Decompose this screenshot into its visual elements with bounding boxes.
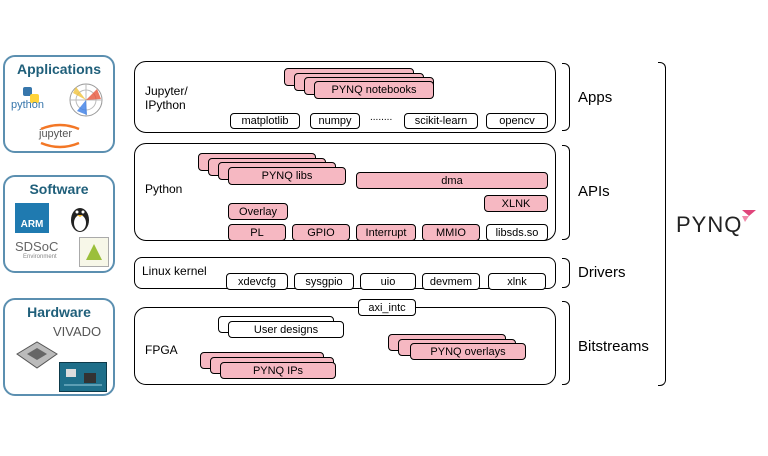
hardware-box: Hardware VIVADO xyxy=(3,298,115,396)
module-libsds: libsds.so xyxy=(486,224,548,241)
pynq-libs-box: PYNQ libs xyxy=(228,167,346,185)
category-apps: Apps xyxy=(578,89,613,106)
drivers-panel-title: Linux kernel xyxy=(142,264,207,278)
software-title: Software xyxy=(29,181,89,197)
hardware-title: Hardware xyxy=(27,304,91,320)
driver-xlnk: xlnk xyxy=(488,273,546,290)
arm-label: ARM xyxy=(20,219,44,230)
pynq-accent-icon xyxy=(742,210,756,222)
category-drivers: Drivers xyxy=(578,264,626,281)
driver-uio: uio xyxy=(360,273,416,290)
chip-icon xyxy=(11,338,63,372)
module-mmio: MMIO xyxy=(422,224,480,241)
python-label: python xyxy=(11,99,45,111)
driver-xdevcfg: xdevcfg xyxy=(226,273,288,290)
applications-title: Applications xyxy=(16,61,101,77)
axi-intc-box: axi_intc xyxy=(358,299,416,316)
pynq-brand: PYNQ xyxy=(676,210,762,242)
board-icon xyxy=(59,362,107,392)
vivado-hls-icon xyxy=(79,237,109,267)
sdsoc-label: SDSoC xyxy=(15,239,59,254)
xlnk-box: XLNK xyxy=(484,195,548,212)
lib-numpy: numpy xyxy=(310,113,360,129)
bitstreams-brace xyxy=(562,301,570,385)
module-gpio: GPIO xyxy=(292,224,350,241)
python-logo-icon: python xyxy=(11,85,55,111)
category-apis: APIs xyxy=(578,183,610,200)
arm-logo-icon: ARM xyxy=(15,203,49,233)
plot-icon xyxy=(67,81,105,119)
bitstreams-panel-title: FPGA xyxy=(145,343,178,357)
user-designs-box: User designs xyxy=(228,321,344,338)
jupyter-label: jupyter xyxy=(39,128,73,140)
sdsoc-logo-icon: SDSoC Environment xyxy=(15,239,69,267)
vivado-label: VIVADO xyxy=(53,324,102,339)
lib-scikit-learn: scikit-learn xyxy=(404,113,478,129)
pynq-ips-box: PYNQ IPs xyxy=(220,362,336,379)
overlay-box: Overlay xyxy=(228,203,288,220)
apis-brace xyxy=(562,145,570,240)
category-bitstreams: Bitstreams xyxy=(578,338,649,355)
apps-panel-title: Jupyter/ IPython xyxy=(145,84,188,112)
applications-box: Applications python jupyter xyxy=(3,55,115,153)
linux-tux-icon xyxy=(67,203,93,233)
jupyter-logo-icon: jupyter xyxy=(35,121,85,149)
dma-box: dma xyxy=(356,172,548,189)
lib-dots: ........ xyxy=(370,112,393,123)
pynq-brace xyxy=(658,62,666,386)
apis-panel-title: Python xyxy=(145,182,183,196)
module-pl: PL xyxy=(228,224,286,241)
driver-devmem: devmem xyxy=(422,273,480,290)
sdsoc-sublabel: Environment xyxy=(23,254,57,260)
software-box: Software ARM SDSoC Environment xyxy=(3,175,115,273)
pynq-notebooks-box: PYNQ notebooks xyxy=(314,81,434,99)
lib-opencv: opencv xyxy=(486,113,548,129)
pynq-brand-text: PYNQ xyxy=(676,212,743,237)
pynq-overlays-box: PYNQ overlays xyxy=(410,343,526,360)
driver-sysgpio: sysgpio xyxy=(294,273,354,290)
lib-matplotlib: matplotlib xyxy=(230,113,300,129)
module-interrupt: Interrupt xyxy=(356,224,416,241)
drivers-brace xyxy=(562,258,570,288)
apps-brace xyxy=(562,63,570,131)
